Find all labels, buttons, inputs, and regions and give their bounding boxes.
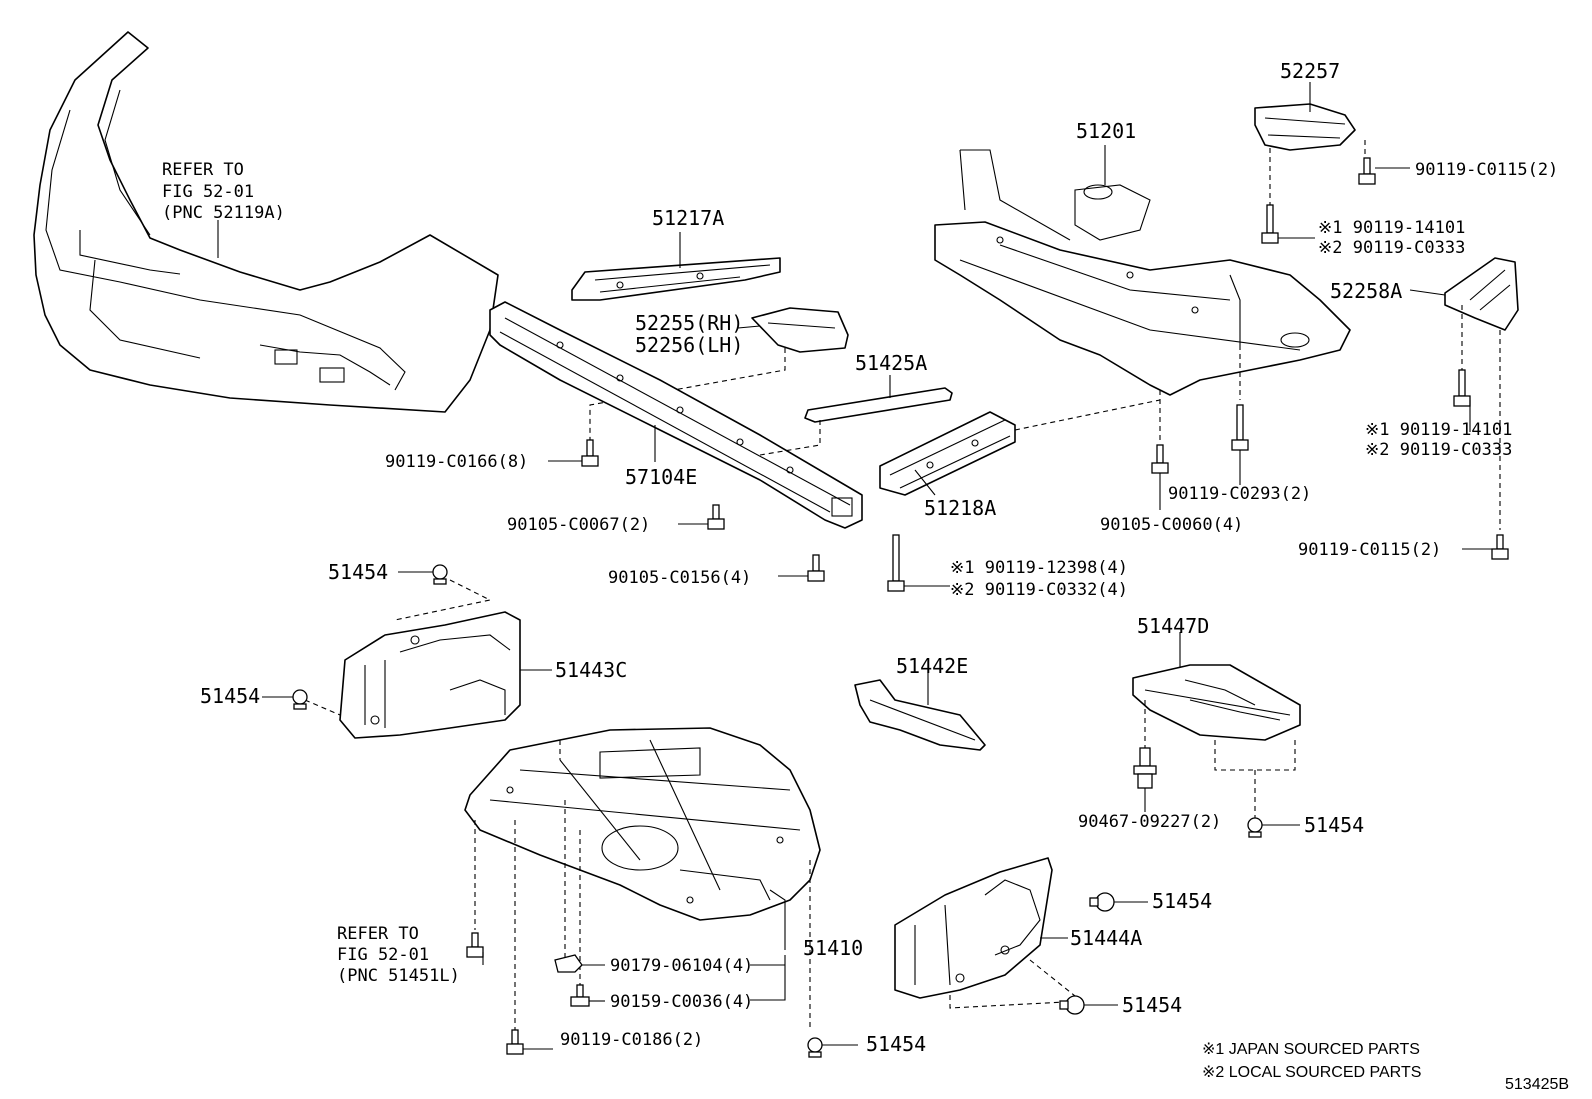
diagram-id: 513425B [1505,1076,1569,1093]
label-51217a: 51217A [652,206,724,230]
part-51447d [1132,632,1301,820]
label-51218a: 51218A [924,496,996,520]
ref-bumper-line1: REFER TO [162,160,244,180]
label-90119-c0333-top: ※2 90119-C0333 [1318,238,1465,258]
label-90105-c0156: 90105-C0156(4) [608,568,751,588]
part-51217a [571,232,781,301]
bolt-90105-c0156 [807,554,825,582]
label-51443c: 51443C [555,658,627,682]
bolt-90119-12398 [887,534,905,592]
label-51454-b: 51454 [200,684,260,708]
part-52255-52256 [589,307,849,440]
ref-bumper-line2: FIG 52-01 [162,182,254,202]
part-57104e-radiator-support [489,301,863,529]
label-90105-c0067: 90105-C0067(2) [507,515,650,535]
part-52258a [1409,257,1519,530]
label-90119-12398: ※1 90119-12398(4) [950,558,1128,578]
label-51410: 51410 [803,936,863,960]
part-51410-engine-under-cover [464,727,821,1030]
bolt-cover-left [466,932,484,958]
ref-cover-line2: FIG 52-01 [337,945,429,965]
part-51201-suspension-crossmember [934,145,1351,440]
bolt-90119-c0186 [506,1029,524,1055]
label-90119-14101-right: ※1 90119-14101 [1365,420,1512,440]
label-51444a: 51444A [1070,926,1142,950]
bolt-90119-c0115-right [1491,534,1509,560]
part-51443c [304,579,552,739]
bolt-90119-14101-right [1453,369,1471,407]
clip-51454-a [432,564,448,585]
label-51442e: 51442E [896,654,968,678]
label-90119-c0293: 90119-C0293(2) [1168,484,1311,504]
label-51447d: 51447D [1137,614,1209,638]
label-90119-c0166: 90119-C0166(8) [385,452,528,472]
label-52255: 52255(RH) [635,311,743,335]
clip-51454-e [1059,995,1085,1015]
labels: REFER TO FIG 52-01 (PNC 52119A) 52257 51… [162,59,1569,1093]
clip-51454-c [1247,817,1263,838]
part-51218a [879,399,1161,496]
label-51454-c: 51454 [1304,813,1364,837]
note-local-sourced: ※2 LOCAL SOURCED PARTS [1202,1064,1421,1081]
bolt-90119-c0293 [1231,404,1249,451]
bolt-90119-c0166 [581,439,599,467]
label-51454-f: 51454 [866,1032,926,1056]
part-52257 [1254,82,1366,205]
label-51454-a: 51454 [328,560,388,584]
clip-51454-d [1089,892,1115,912]
ref-cover-line3: (PNC 51451L) [337,966,460,986]
label-90119-c0332: ※2 90119-C0332(4) [950,580,1128,600]
bolt-90105-c0067 [707,504,725,530]
part-51444a [894,857,1081,1009]
label-52257: 52257 [1280,59,1340,83]
ref-bumper-line3: (PNC 52119A) [162,203,285,223]
label-52258a: 52258A [1330,279,1402,303]
label-51201: 51201 [1076,119,1136,143]
bolt-90159-c0036 [570,984,590,1007]
clip-51454-b [292,689,308,710]
part-51425a [759,375,953,456]
label-90119-c0186: 90119-C0186(2) [560,1030,703,1050]
clip-51454-f [807,1037,823,1058]
label-51454-e: 51454 [1122,993,1182,1017]
ref-cover-line1: REFER TO [337,924,419,944]
label-52256: 52256(LH) [635,333,743,357]
label-57104e: 57104E [625,465,697,489]
label-90179-06104: 90179-06104(4) [610,956,753,976]
label-90119-c0333-right: ※2 90119-C0333 [1365,440,1512,460]
bolt-90119-14101-top [1261,204,1279,244]
label-90159-c0036: 90159-C0036(4) [610,992,753,1012]
nut-90179-06104 [554,954,583,973]
note-japan-sourced: ※1 JAPAN SOURCED PARTS [1202,1041,1420,1058]
label-90105-c0060: 90105-C0060(4) [1100,515,1243,535]
part-51442e [854,672,986,751]
clip-90467-09227 [1133,747,1157,789]
label-90119-c0115-right: 90119-C0115(2) [1298,540,1441,560]
bolt-90119-c0115-top [1358,157,1376,185]
label-51425a: 51425A [855,351,927,375]
label-51454-d: 51454 [1152,889,1212,913]
label-90119-c0115-top: 90119-C0115(2) [1415,160,1558,180]
label-90467-09227: 90467-09227(2) [1078,812,1221,832]
bolt-90105-c0060 [1151,444,1169,474]
leader-lines [262,167,1492,1050]
label-90119-14101-top: ※1 90119-14101 [1318,218,1465,238]
